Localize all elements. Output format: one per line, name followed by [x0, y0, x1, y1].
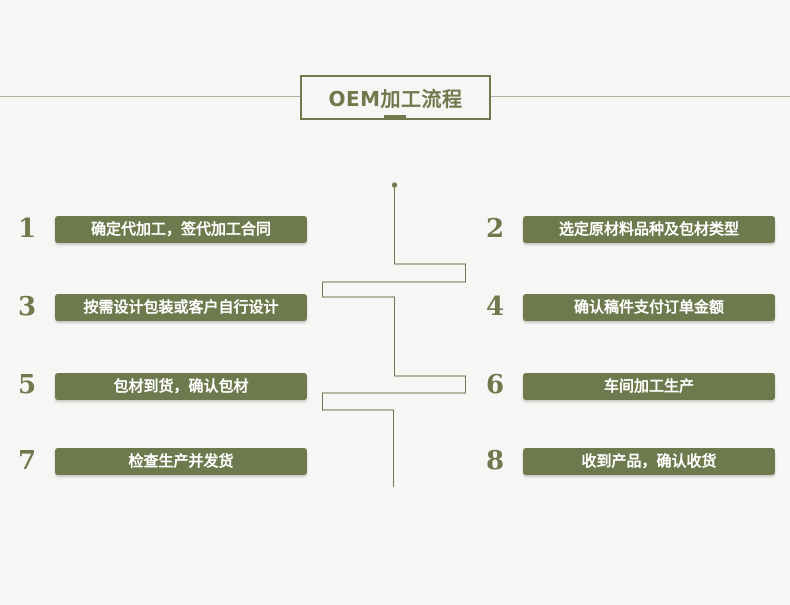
page-title: OEM加工流程	[300, 75, 491, 120]
divider-left	[0, 96, 300, 97]
step-4-label: 确认稿件支付订单金额	[523, 294, 775, 321]
step-1-label: 确定代加工，签代加工合同	[55, 216, 307, 243]
step-8-number: 8	[485, 446, 505, 476]
step-7-number: 7	[17, 446, 37, 476]
step-2-number: 2	[485, 214, 505, 244]
step-3-number: 3	[17, 292, 37, 322]
connector-path	[322, 185, 466, 487]
step-3-label: 按需设计包装或客户自行设计	[55, 294, 307, 321]
divider-right	[491, 96, 790, 97]
step-5-label: 包材到货，确认包材	[55, 373, 307, 400]
title-tab-decoration	[384, 115, 406, 119]
step-5-number: 5	[17, 370, 37, 400]
step-8-label: 收到产品，确认收货	[523, 448, 775, 475]
step-6-label: 车间加工生产	[523, 373, 775, 400]
step-4-number: 4	[485, 292, 505, 322]
step-6-number: 6	[485, 370, 505, 400]
step-7-label: 检查生产并发货	[55, 448, 307, 475]
step-1-number: 1	[17, 214, 37, 244]
step-2-label: 选定原材料品种及包材类型	[523, 216, 775, 243]
